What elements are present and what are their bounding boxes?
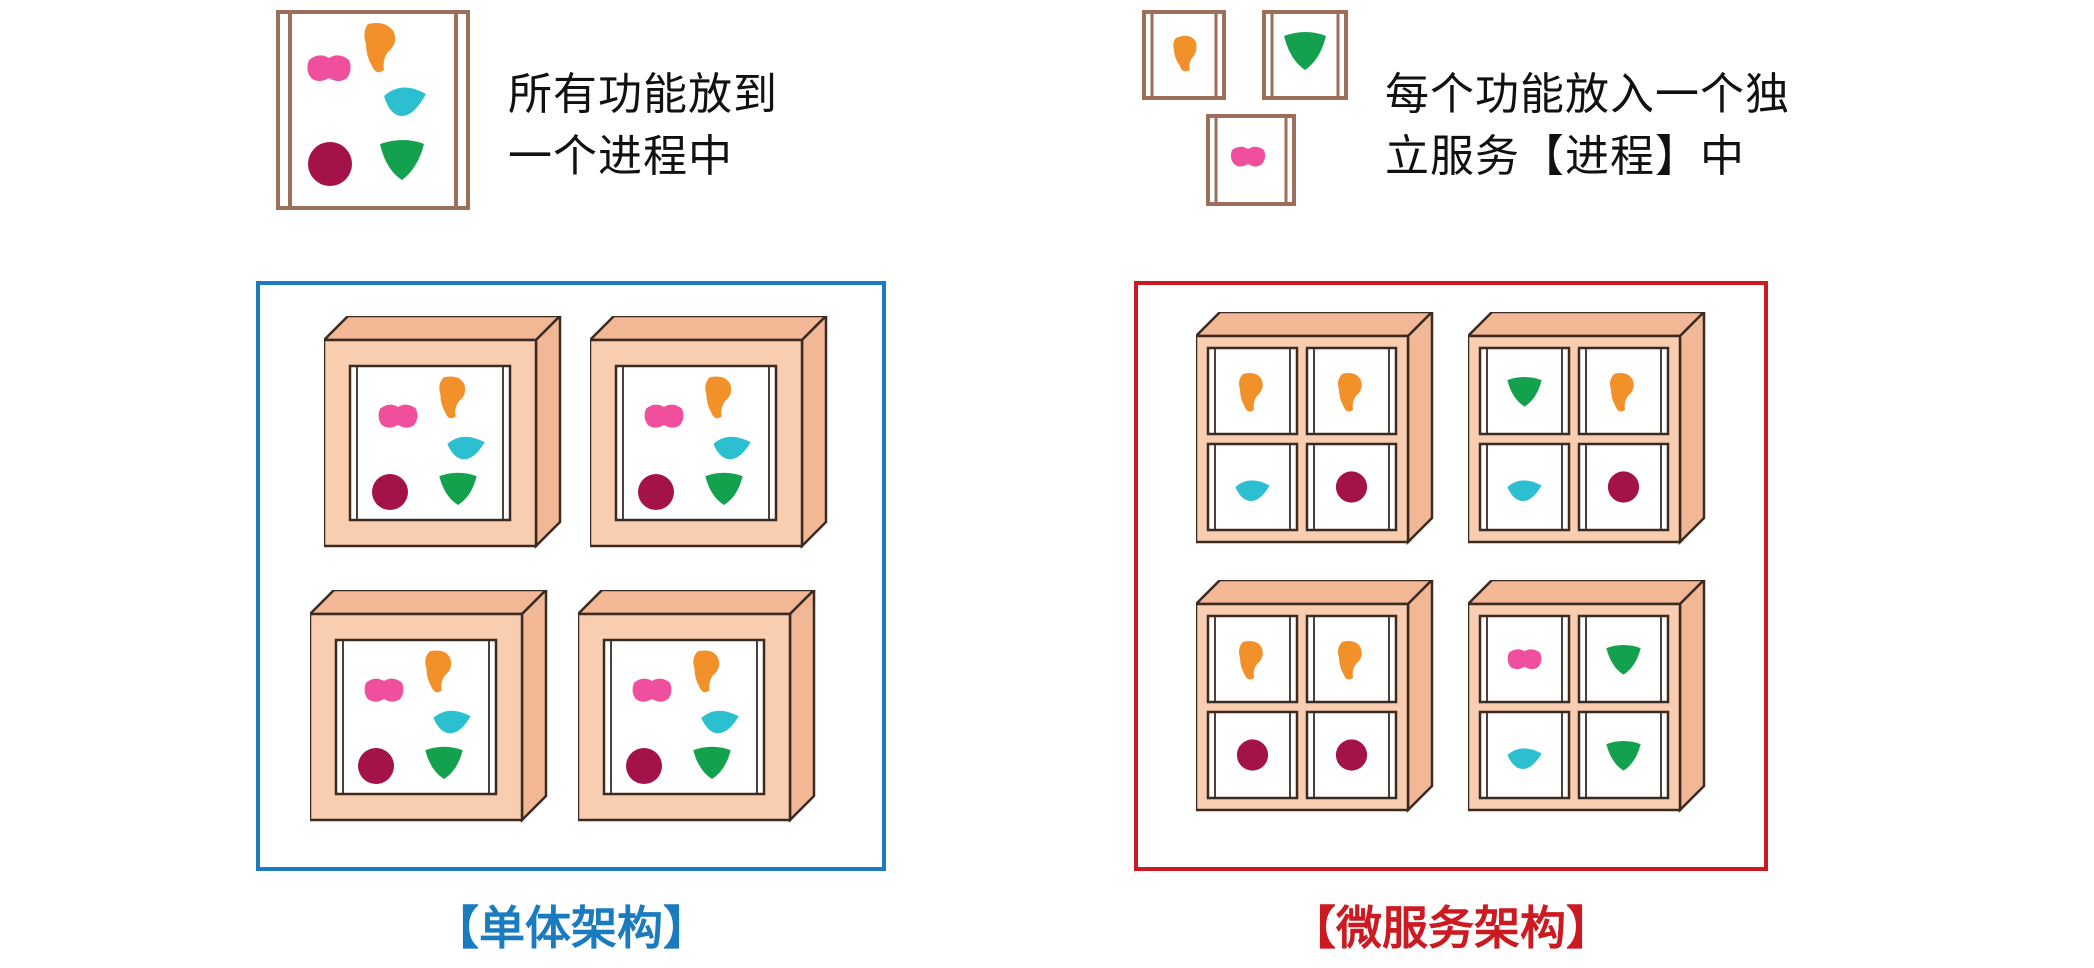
monolith-process-box: [586, 312, 830, 566]
orange-blob-icon: [1238, 641, 1263, 680]
orange-blob-icon: [1609, 373, 1634, 412]
microservices-process-box: [1464, 308, 1708, 562]
monolith-caption: 【单体架构】: [433, 901, 709, 955]
orange-blob-icon: [1173, 35, 1197, 72]
micro-legend-icons: [1142, 10, 1348, 206]
crimson-circle-icon: [308, 142, 352, 186]
green-triangle-icon: [425, 746, 463, 779]
pink-blob-icon: [1230, 146, 1266, 167]
green-triangle-icon: [693, 746, 731, 779]
pink-blob-icon: [632, 678, 672, 702]
cyan-diamond-icon: [433, 710, 471, 734]
microservices-architecture-frame: [1134, 281, 1768, 871]
green-triangle-icon: [439, 472, 477, 505]
orange-blob-icon: [425, 650, 452, 693]
green-triangle-icon: [1284, 32, 1326, 70]
crimson-circle-icon: [1335, 471, 1368, 503]
cyan-diamond-icon: [1235, 480, 1270, 502]
cyan-diamond-icon: [447, 436, 485, 460]
pink-blob-icon: [1507, 649, 1542, 670]
orange-blob-icon: [364, 23, 396, 73]
crimson-circle-icon: [638, 474, 674, 510]
microservices-process-box: [1192, 308, 1436, 562]
crimson-circle-icon: [372, 474, 408, 510]
orange-blob-icon: [693, 650, 720, 693]
microservices-process-box: [1192, 576, 1436, 830]
monolith-process-box: [320, 312, 564, 566]
microservices-caption: 【微服务架构】: [1290, 901, 1612, 955]
monolith-architecture-frame: [256, 281, 886, 871]
green-triangle-icon: [1507, 376, 1542, 407]
crimson-circle-icon: [626, 748, 662, 784]
crimson-circle-icon: [1607, 471, 1640, 503]
crimson-circle-icon: [1236, 739, 1269, 771]
pink-blob-icon: [307, 55, 351, 81]
crimson-circle-icon: [358, 748, 394, 784]
pink-blob-icon: [364, 678, 404, 702]
green-triangle-icon: [1606, 644, 1641, 675]
pink-blob-icon: [378, 404, 418, 428]
orange-blob-icon: [1238, 373, 1263, 412]
micro-legend-text: 每个功能放入一个独 立服务【进程】中: [1385, 69, 1790, 182]
orange-blob-icon: [1337, 641, 1362, 680]
crimson-circle-icon: [1335, 739, 1368, 771]
green-triangle-icon: [1606, 740, 1641, 771]
green-triangle-icon: [705, 472, 743, 505]
cyan-diamond-icon: [1507, 748, 1542, 770]
cyan-diamond-icon: [713, 436, 751, 460]
orange-blob-icon: [1337, 373, 1362, 412]
orange-blob-icon: [705, 376, 732, 419]
cyan-diamond-icon: [384, 87, 426, 116]
microservices-process-box: [1464, 576, 1708, 830]
monolith-legend-icon: [276, 10, 470, 210]
monolith-process-box: [306, 586, 550, 840]
cyan-diamond-icon: [701, 710, 739, 734]
monolith-process-box: [574, 586, 818, 840]
cyan-diamond-icon: [1507, 480, 1542, 502]
green-triangle-icon: [380, 140, 424, 180]
orange-blob-icon: [439, 376, 466, 419]
monolith-legend-text: 所有功能放到 一个进程中: [508, 69, 778, 182]
pink-blob-icon: [644, 404, 684, 428]
